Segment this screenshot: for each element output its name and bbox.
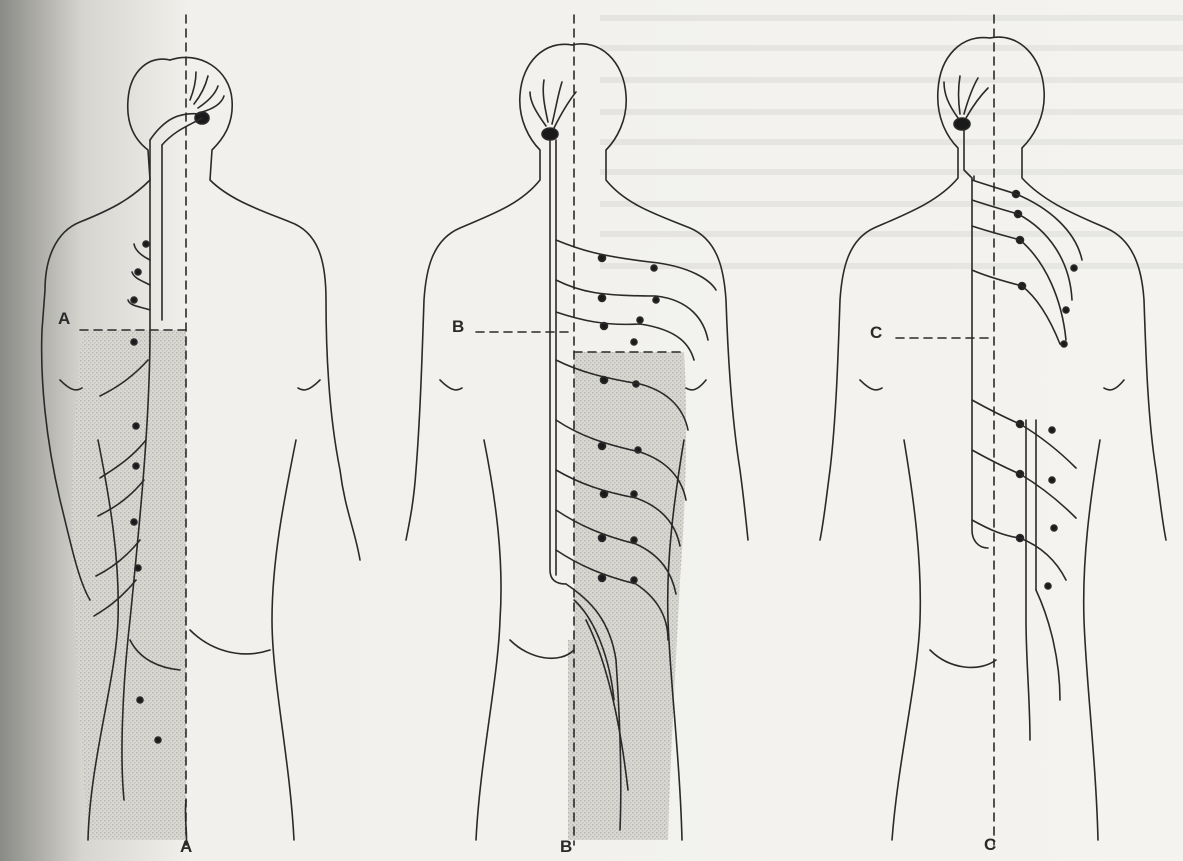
figure-a-line-label: A xyxy=(58,310,70,327)
figure-b-line-label: B xyxy=(452,318,464,335)
figure-c-nucleus xyxy=(954,118,970,130)
figure-a-shaded-dermatome xyxy=(72,330,186,840)
figure-a-caption: A xyxy=(180,838,192,855)
figure-b-caption: B xyxy=(560,838,572,855)
figure-b-nucleus xyxy=(542,128,558,140)
figure-c-caption: C xyxy=(984,836,996,853)
figure-c-line-label: C xyxy=(870,324,882,341)
